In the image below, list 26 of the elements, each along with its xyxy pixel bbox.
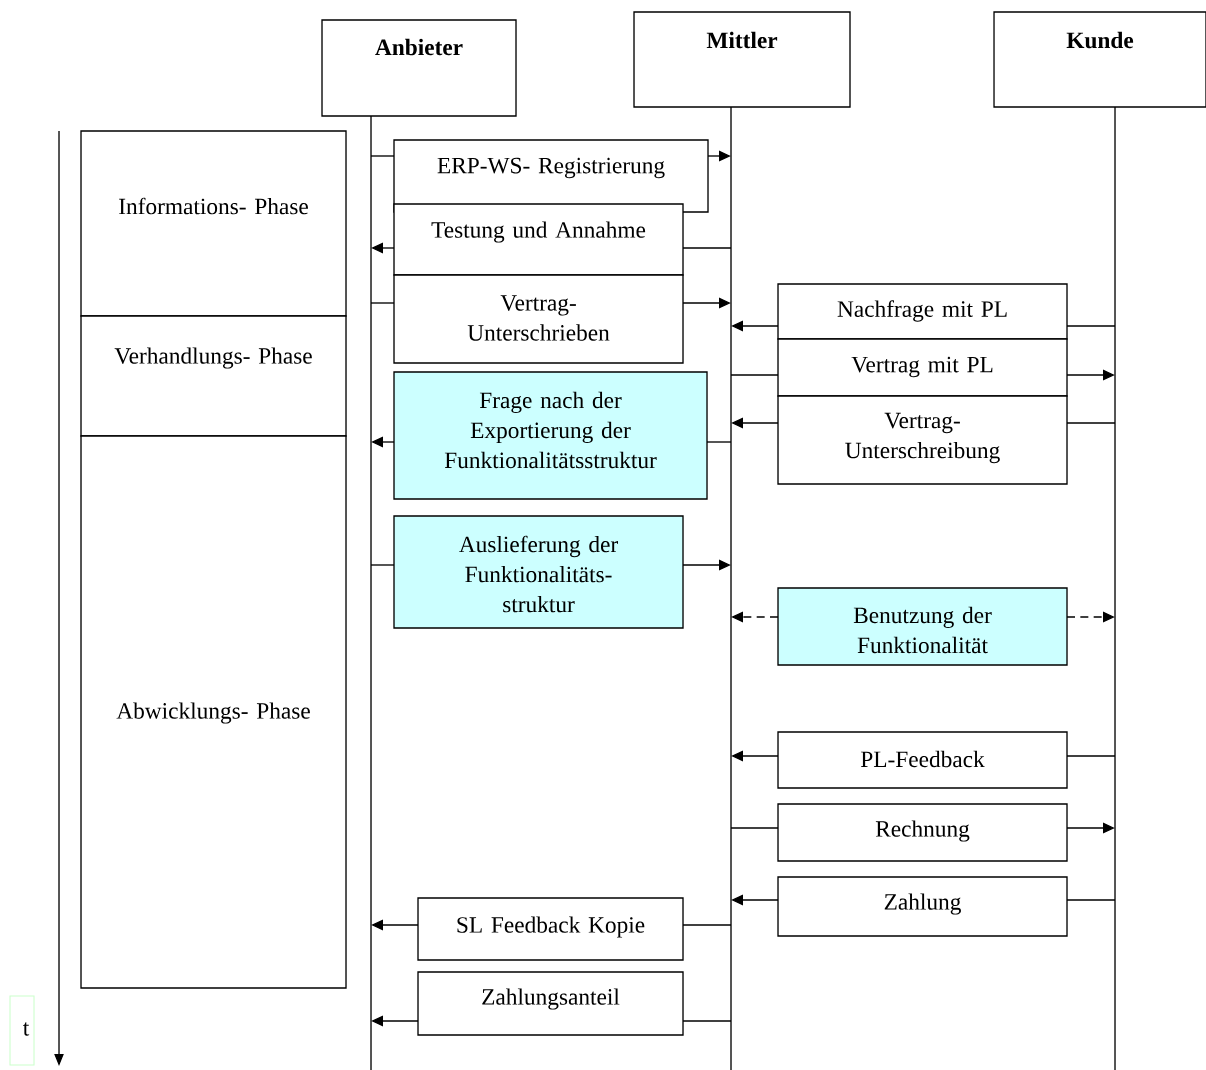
axis-label: t xyxy=(9,995,35,1066)
arrow xyxy=(1066,369,1115,381)
lifeline-head-box: Kunde xyxy=(993,11,1206,108)
arrow xyxy=(682,559,731,571)
arrow xyxy=(682,297,731,309)
message-box: Benutzung der Funktionalität xyxy=(777,587,1068,666)
message-box: Vertrag- Unterschreibung xyxy=(777,395,1068,485)
message-box: Testung und Annahme xyxy=(393,203,684,276)
lifeline-head-box: Mittler xyxy=(633,11,851,108)
message-box: Zahlung xyxy=(777,876,1068,937)
message-box: Auslieferung der Funktionalitäts- struktur xyxy=(393,515,684,629)
message-box: Frage nach der Exportierung der Funktionalitätsstruktur xyxy=(393,371,708,500)
arrow xyxy=(707,150,731,162)
message-box: Zahlungsanteil xyxy=(417,971,684,1036)
message-box: Vertrag- Unterschrieben xyxy=(393,274,684,364)
arrow xyxy=(1066,611,1115,623)
message-box: Nachfrage mit PL xyxy=(777,283,1068,340)
message-box: ERP-WS- Registrierung xyxy=(393,139,709,213)
lifeline-head-box: Anbieter xyxy=(321,19,517,117)
arrow xyxy=(1066,822,1115,834)
message-box: PL-Feedback xyxy=(777,731,1068,789)
phase-box: Informations- Phase xyxy=(80,130,347,317)
message-box: Rechnung xyxy=(777,803,1068,862)
phase-box: Verhandlungs- Phase xyxy=(80,315,347,437)
message-box: Vertrag mit PL xyxy=(777,338,1068,397)
message-box: SL Feedback Kopie xyxy=(417,897,684,961)
